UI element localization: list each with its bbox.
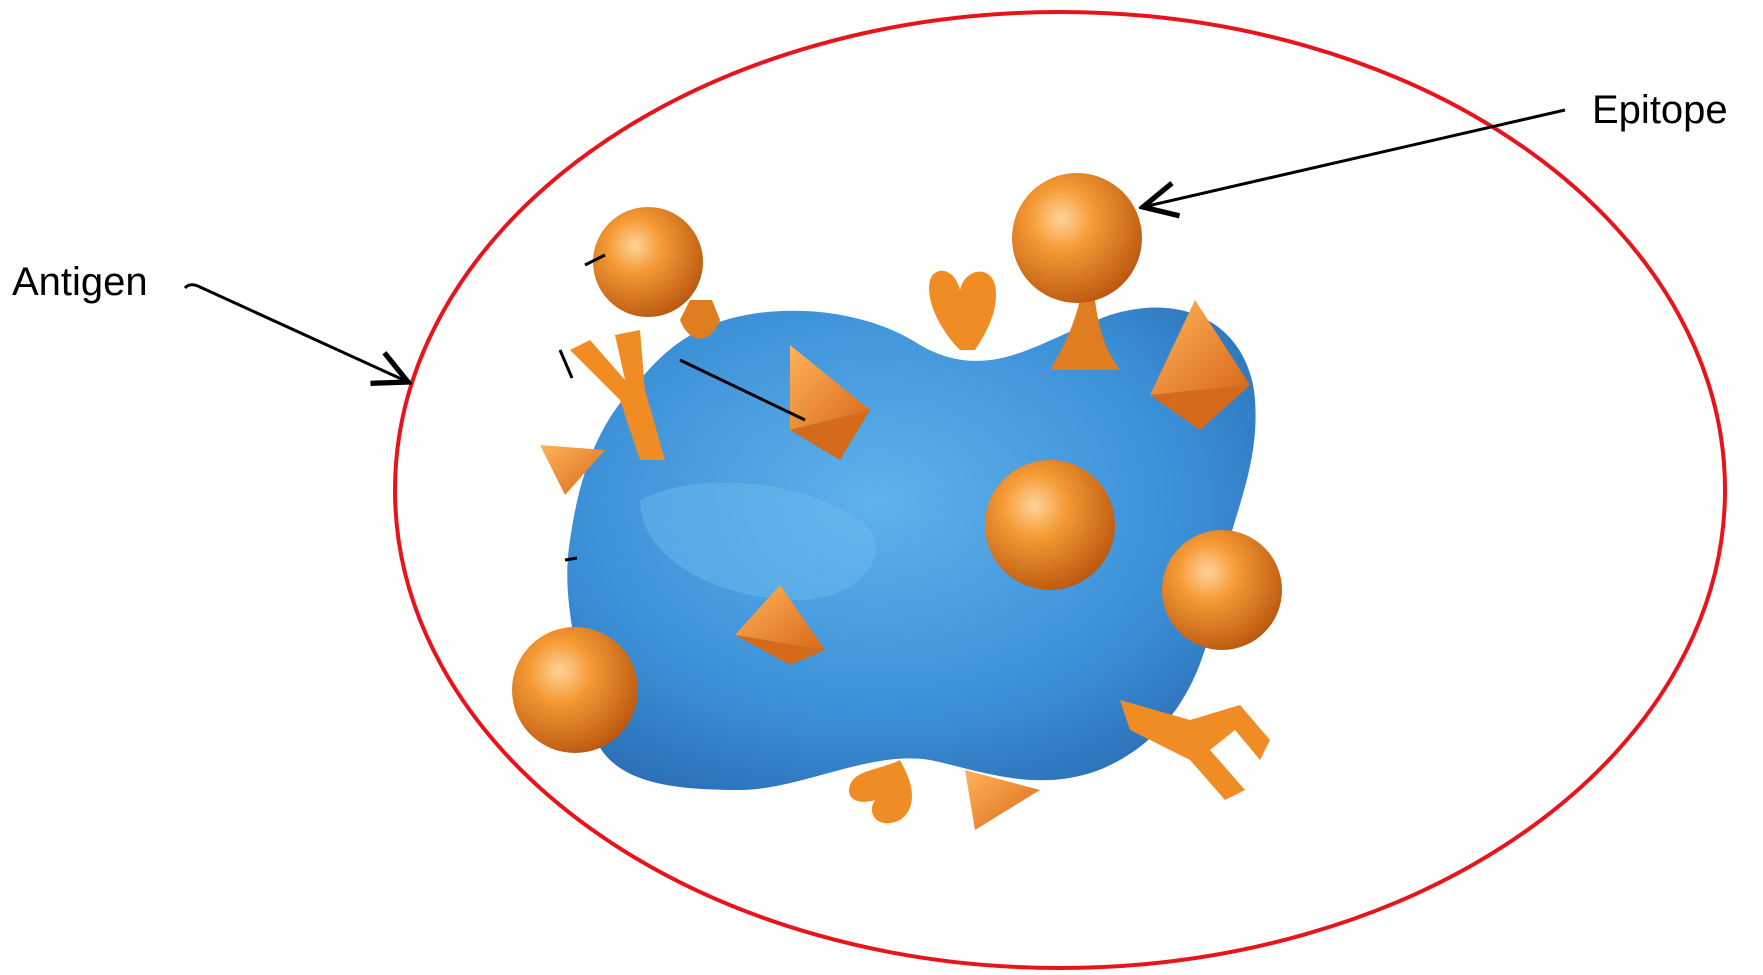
epitope-ball-bottom-left bbox=[512, 627, 638, 753]
epitope-y-bottom-right bbox=[1120, 700, 1270, 800]
epitope-ball-right-edge bbox=[1162, 530, 1282, 650]
epitope-heart-shape bbox=[929, 271, 996, 350]
epitope-heart-bottom bbox=[849, 760, 912, 823]
epitope-arrow bbox=[1143, 110, 1565, 207]
epitope-ball-stalk bbox=[593, 207, 720, 339]
epitope-ball-middle bbox=[985, 460, 1115, 590]
antigen-arrow bbox=[185, 285, 408, 382]
epitope-label: Epitope bbox=[1592, 90, 1728, 130]
antigen-label: Antigen bbox=[12, 262, 148, 302]
